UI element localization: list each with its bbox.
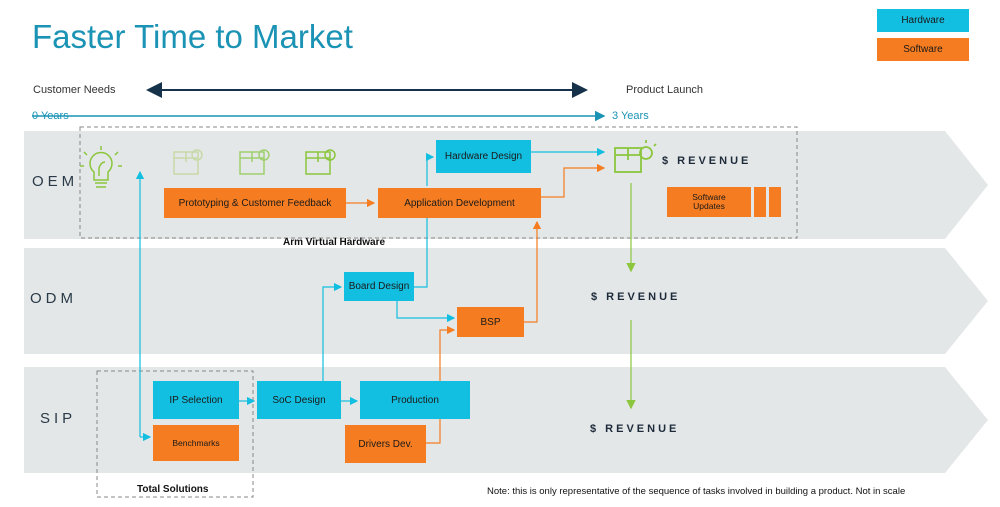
soc-design-box: SoC Design (257, 381, 341, 419)
bsp-box: BSP (457, 307, 524, 337)
band-label-sip: SIP (40, 410, 77, 427)
start-years-label: 0 Years (32, 110, 69, 122)
revenue-label-oem: $ REVENUE (662, 155, 752, 167)
band-odm (24, 248, 988, 354)
software-update-block (754, 187, 766, 217)
production-box: Production (360, 381, 470, 419)
footnote: Note: this is only representative of the… (487, 486, 906, 497)
software-updates-box: Software Updates (667, 187, 751, 217)
band-label-oem: OEM (32, 173, 79, 190)
drivers-dev-box: Drivers Dev. (345, 425, 426, 463)
benchmarks-box: Benchmarks (153, 425, 239, 461)
revenue-label-odm: $ REVENUE (591, 291, 681, 303)
software-update-block (769, 187, 781, 217)
connector-board-hwdesign (414, 218, 428, 288)
total-solutions-caption: Total Solutions (137, 484, 209, 495)
end-years-label: 3 Years (612, 110, 649, 122)
connector-appdev-launch (541, 163, 606, 198)
application-development-box: Application Development (378, 188, 541, 218)
connector-bsp-appdev (524, 220, 542, 323)
package-icon (239, 149, 270, 175)
total-solutions-group (96, 370, 254, 498)
connector-appdev-hwdesign (425, 152, 435, 186)
band-label-odm: ODM (30, 290, 77, 307)
arm-virtual-hardware-caption: Arm Virtual Hardware (283, 237, 386, 248)
connector-soc-board (322, 282, 343, 381)
connector-board-bsp (396, 298, 456, 323)
arm-virtual-hardware-group (79, 126, 798, 239)
legend-software: Software (877, 38, 969, 61)
board-design-box: Board Design (344, 272, 414, 301)
package-lightbulb-icon (614, 140, 657, 173)
package-icon (173, 149, 203, 175)
hardware-design-box: Hardware Design (436, 140, 531, 173)
ip-selection-box: IP Selection (153, 381, 239, 419)
lightbulb-icon (80, 146, 122, 188)
page-title: Faster Time to Market (32, 18, 353, 55)
product-launch-label: Product Launch (626, 84, 704, 96)
package-icon (305, 149, 336, 175)
prototyping-box: Prototyping & Customer Feedback (164, 188, 346, 218)
legend-hardware: Hardware (877, 9, 969, 32)
revenue-label-sip: $ REVENUE (590, 423, 680, 435)
customer-needs-label: Customer Needs (33, 84, 116, 96)
